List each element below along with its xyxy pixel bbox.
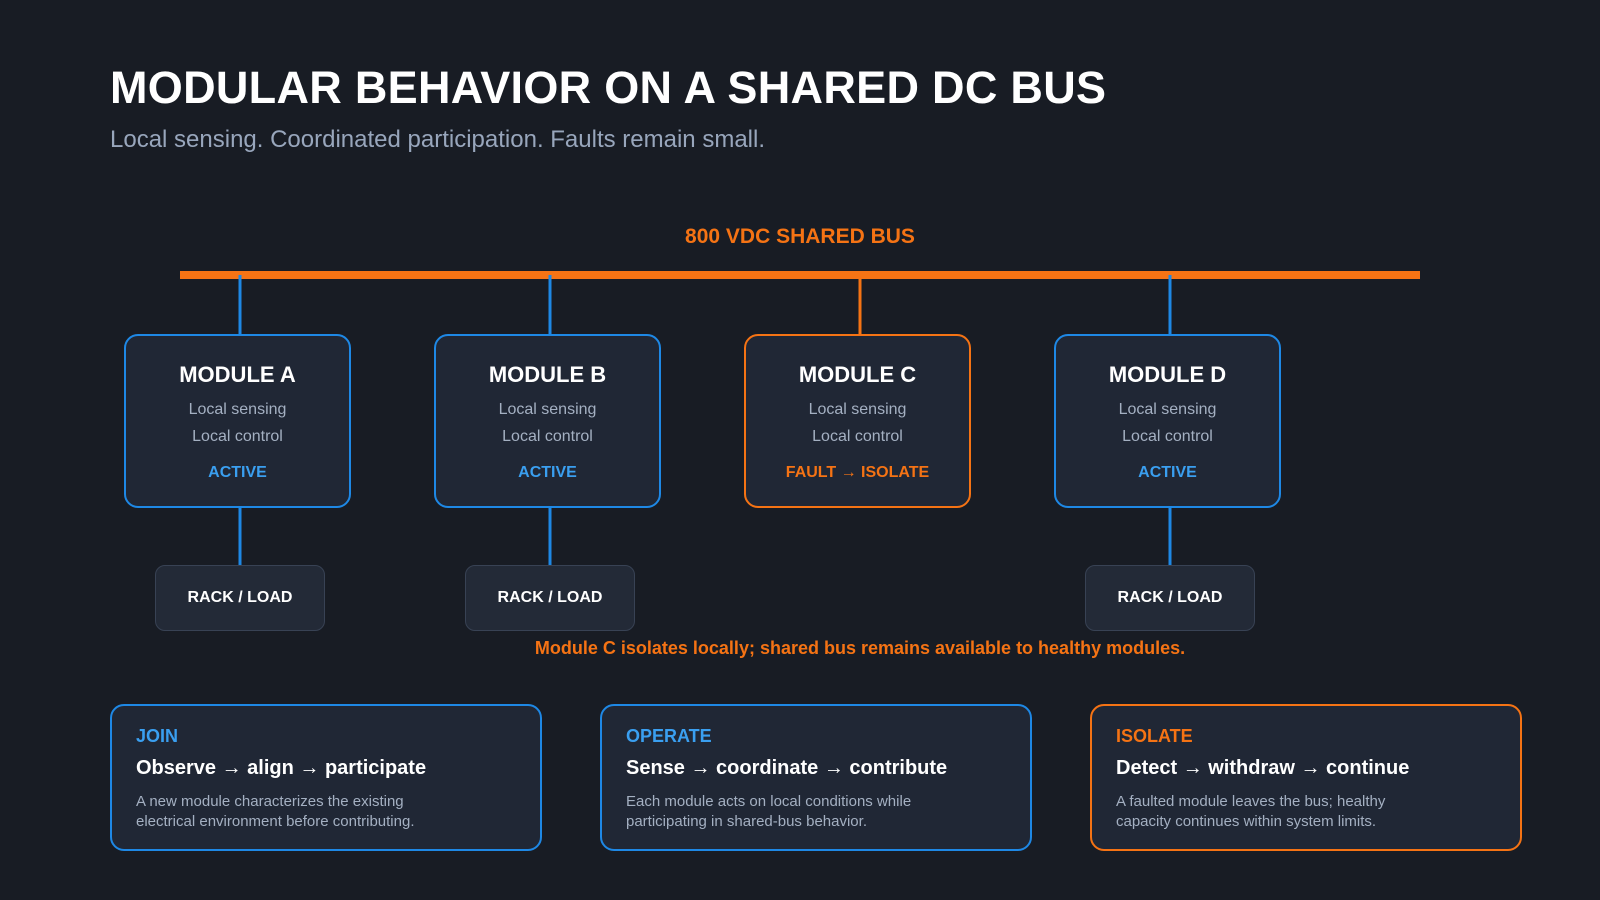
module-status: ACTIVE — [1138, 464, 1197, 481]
module-d-box: MODULE D Local sensing Local control ACT… — [1054, 334, 1281, 508]
module-name: MODULE D — [1108, 362, 1227, 387]
module-c-box: MODULE C Local sensing Local control FAU… — [744, 334, 971, 508]
module-sensing-label: Local sensing — [808, 401, 907, 418]
module-sensing-label: Local sensing — [188, 401, 287, 418]
module-name: MODULE A — [179, 362, 296, 387]
page-title: MODULAR BEHAVIOR ON A SHARED DC BUS — [110, 62, 1107, 113]
card-headline: Observe → align → participate — [136, 757, 427, 779]
card-tag: OPERATE — [626, 726, 712, 746]
module-control-label: Local control — [192, 428, 283, 445]
card-headline: Detect → withdraw → continue — [1116, 757, 1410, 779]
card-tag: ISOLATE — [1116, 726, 1193, 746]
module-status: FAULT → ISOLATE — [785, 464, 930, 481]
card-body: A faulted module leaves the bus; healthy… — [1116, 793, 1386, 830]
module-a-box: MODULE A Local sensing Local control ACT… — [124, 334, 351, 508]
operate-card: OPERATE Sense → coordinate → contribute … — [600, 704, 1032, 851]
rack-load-a: RACK / LOAD — [155, 565, 325, 631]
card-tag: JOIN — [136, 726, 179, 746]
module-status: ACTIVE — [518, 464, 577, 481]
module-control-label: Local control — [1122, 428, 1213, 445]
rack-load-d: RACK / LOAD — [1085, 565, 1255, 631]
module-control-label: Local control — [502, 428, 593, 445]
module-name: MODULE C — [798, 362, 917, 387]
card-headline: Sense → coordinate → contribute — [626, 757, 948, 779]
module-sensing-label: Local sensing — [498, 401, 597, 418]
isolation-note: Module C isolates locally; shared bus re… — [534, 638, 1186, 658]
module-sensing-label: Local sensing — [1118, 401, 1217, 418]
rack-load-b: RACK / LOAD — [465, 565, 635, 631]
module-name: MODULE B — [488, 362, 607, 387]
module-control-label: Local control — [812, 428, 903, 445]
page-subtitle: Local sensing. Coordinated participation… — [110, 126, 765, 153]
bus-label: 800 VDC SHARED BUS — [685, 225, 915, 248]
isolate-card: ISOLATE Detect → withdraw → continue A f… — [1090, 704, 1522, 851]
module-status: ACTIVE — [208, 464, 267, 481]
card-body: A new module characterizes the existing … — [136, 793, 415, 830]
card-body: Each module acts on local conditions whi… — [626, 793, 912, 830]
join-card: JOIN Observe → align → participate A new… — [110, 704, 542, 851]
module-b-box: MODULE B Local sensing Local control ACT… — [434, 334, 661, 508]
